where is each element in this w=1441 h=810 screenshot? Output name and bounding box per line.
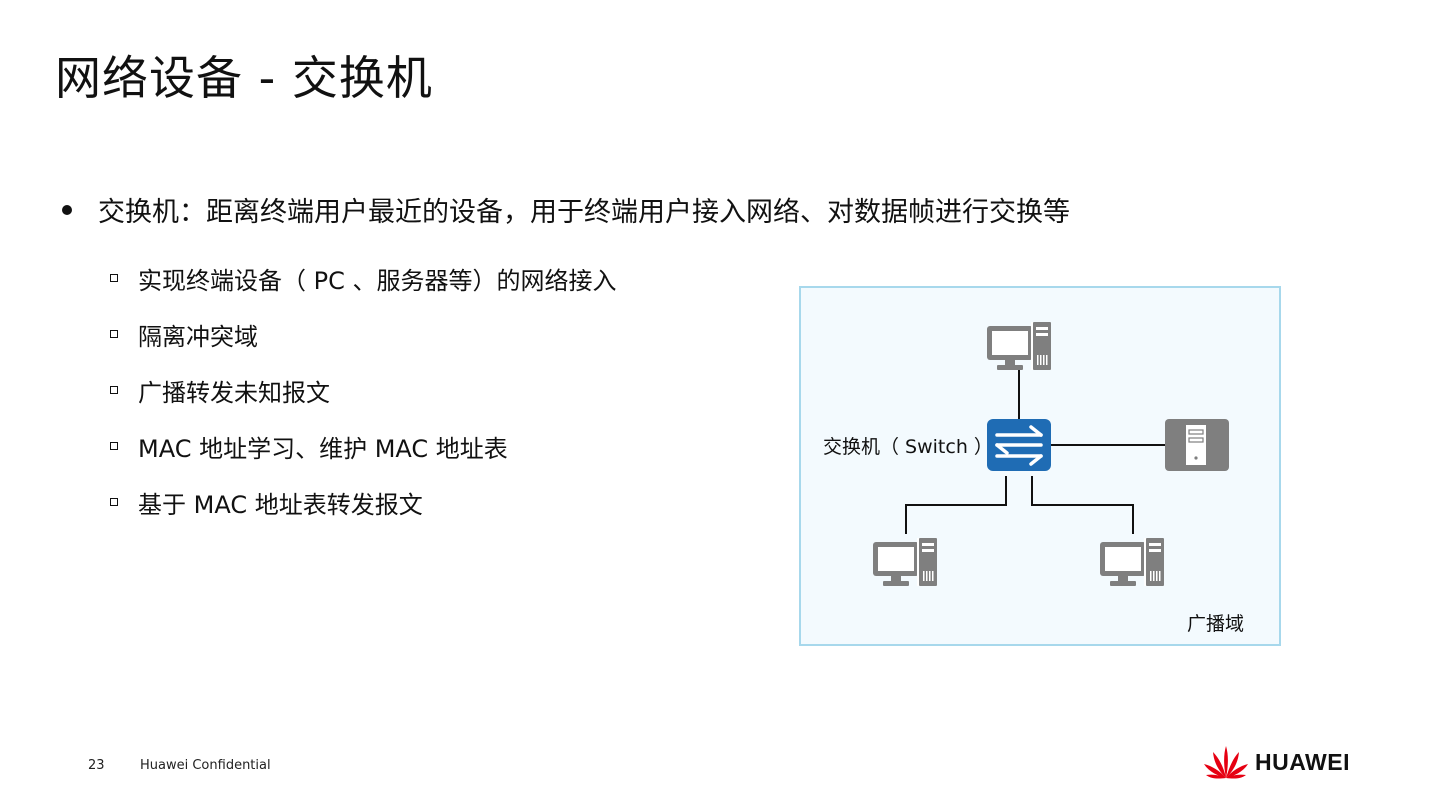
list-item: 广播转发未知报文 <box>110 362 617 418</box>
square-bullet-icon <box>110 330 118 338</box>
sub-bullet-text: 实现终端设备（ PC 、服务器等）的网络接入 <box>138 266 617 295</box>
sub-bullet-list: 实现终端设备（ PC 、服务器等）的网络接入 隔离冲突域 广播转发未知报文 MA… <box>110 250 617 530</box>
sub-bullet-text: 广播转发未知报文 <box>138 378 330 407</box>
square-bullet-icon <box>110 274 118 282</box>
switch-icon <box>987 419 1051 471</box>
bullet-dot-icon <box>62 204 72 215</box>
main-bullet: 交换机：距离终端用户最近的设备，用于终端用户接入网络、对数据帧进行交换等 <box>62 190 1070 229</box>
broadcast-domain-label: 广播域 <box>1187 613 1244 635</box>
square-bullet-icon <box>110 498 118 506</box>
sub-bullet-text: MAC 地址学习、维护 MAC 地址表 <box>138 434 508 463</box>
list-item: 实现终端设备（ PC 、服务器等）的网络接入 <box>110 250 617 306</box>
broadcast-domain-diagram: 交换机（ Switch ） 广播域 <box>799 286 1281 646</box>
sub-bullet-text: 基于 MAC 地址表转发报文 <box>138 490 423 519</box>
server-icon <box>1165 419 1229 471</box>
switch-label: 交换机（ Switch ） <box>823 436 993 458</box>
main-bullet-text: 交换机：距离终端用户最近的设备，用于终端用户接入网络、对数据帧进行交换等 <box>98 197 1070 228</box>
page-number: 23 <box>88 758 105 773</box>
sub-bullet-text: 隔离冲突域 <box>138 322 258 351</box>
square-bullet-icon <box>110 442 118 450</box>
page-title: 网络设备 - 交换机 <box>55 51 433 105</box>
confidential-label: Huawei Confidential <box>140 758 271 773</box>
huawei-logo: HUAWEI <box>1203 744 1350 780</box>
huawei-logo-text: HUAWEI <box>1255 748 1350 775</box>
list-item: MAC 地址学习、维护 MAC 地址表 <box>110 418 617 474</box>
huawei-flower-icon <box>1204 746 1248 779</box>
square-bullet-icon <box>110 386 118 394</box>
list-item: 基于 MAC 地址表转发报文 <box>110 474 617 530</box>
network-links <box>905 370 1165 534</box>
list-item: 隔离冲突域 <box>110 306 617 362</box>
